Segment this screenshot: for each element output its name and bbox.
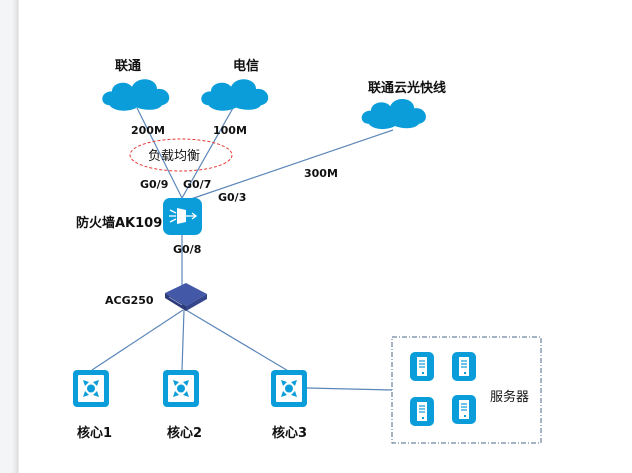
server-icon-1[interactable] [410, 352, 434, 381]
port-label-g0-9: G0/9 [140, 178, 168, 191]
link-acg-core1 [91, 309, 184, 371]
bandwidth-label-telecom: 100M [213, 124, 247, 137]
firewall-label: 防火墙AK109 [76, 215, 162, 231]
acg-device[interactable] [165, 283, 207, 311]
links [91, 107, 394, 391]
core-label-3: 核心3 [272, 425, 307, 441]
cloud-icon-telecom [201, 79, 269, 111]
server-group-box [391, 336, 542, 444]
server-icon-3[interactable] [410, 397, 434, 426]
core-switch-2[interactable] [163, 370, 199, 407]
link-unicom-firewall [136, 107, 183, 199]
port-label-g0-8: G0/8 [173, 243, 201, 256]
bandwidth-label-fiber: 300M [304, 167, 338, 180]
isp-label-fiber: 联通云光快线 [368, 80, 446, 96]
isp-label-unicom: 联通 [115, 58, 141, 74]
core-label-2: 核心2 [167, 425, 202, 441]
cloud-icon-fiber [361, 98, 426, 130]
link-acg-core3 [185, 309, 291, 373]
port-label-g0-7: G0/7 [183, 178, 211, 191]
load-balance-ellipse [129, 138, 233, 172]
link-core3-servers [306, 387, 393, 391]
core-label-1: 核心1 [77, 425, 112, 441]
link-fiber-firewall [187, 129, 394, 201]
server-group-label: 服务器 [490, 389, 529, 405]
left-panel-edge [0, 0, 19, 473]
server-icon-4[interactable] [452, 395, 476, 424]
acg-icon [165, 283, 207, 306]
acg-label: ACG250 [105, 294, 154, 307]
firewall-glyph [169, 208, 198, 224]
link-acg-core2 [181, 309, 185, 371]
core-switch-1[interactable] [73, 370, 109, 407]
bandwidth-label-unicom: 200M [131, 124, 165, 137]
link-telecom-firewall [181, 107, 234, 199]
load-balance-label: 负载均衡 [148, 149, 200, 164]
isp-label-telecom: 电信 [233, 58, 259, 74]
firewall-device[interactable] [163, 198, 202, 235]
server-icon-2[interactable] [452, 352, 476, 381]
core-switch-3[interactable] [271, 370, 307, 407]
cloud-icon-unicom [102, 79, 170, 111]
port-label-g0-3: G0/3 [218, 191, 246, 204]
